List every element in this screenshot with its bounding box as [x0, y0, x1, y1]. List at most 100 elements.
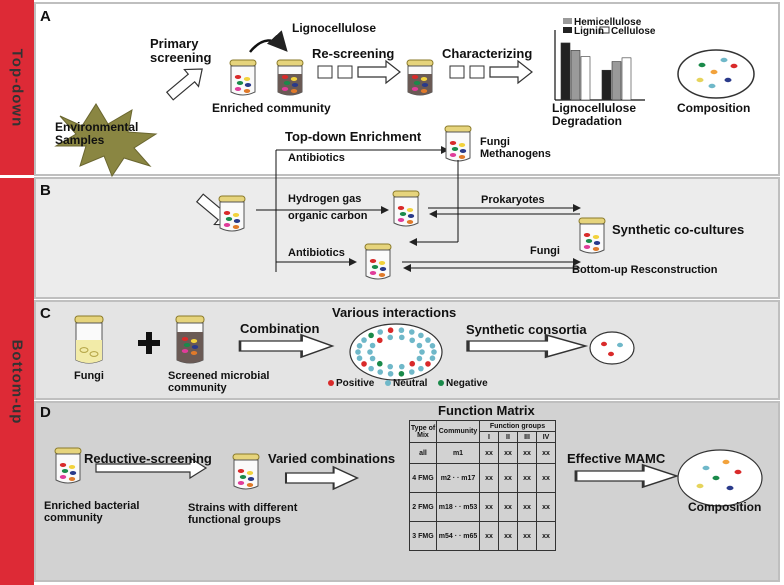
- bar-cellulose-2: [621, 57, 632, 101]
- interaction-dot: [377, 369, 384, 375]
- group-col-3: III: [517, 431, 537, 443]
- varied-combinations-label: Varied combinations: [268, 451, 396, 466]
- effective-arrow: [574, 463, 679, 489]
- interaction-dot: [398, 334, 405, 341]
- interaction-dot: [367, 349, 373, 355]
- interaction-dot: [361, 361, 367, 367]
- interaction-dot: [356, 355, 363, 361]
- matrix-cell: xx: [479, 492, 499, 522]
- group-col-1: I: [479, 431, 499, 443]
- bottom-up-sidebar: Bottom-up: [0, 178, 34, 585]
- interaction-dot: [398, 327, 405, 334]
- lignocellulose-tube: [276, 59, 304, 96]
- plus-icon: [138, 332, 160, 354]
- antibiotics-tube: [364, 243, 392, 280]
- legend-neutral: Neutral: [393, 378, 428, 389]
- interaction-dot: [398, 370, 405, 377]
- bar-hemicellulose-2: [611, 61, 622, 101]
- bottomup-label: Bottom-up Resconstruction: [572, 264, 718, 276]
- interaction-dot: [387, 334, 394, 341]
- combination-label: Combination: [240, 321, 320, 336]
- degradation-chart: [554, 18, 645, 101]
- function-matrix-label: Function Matrix: [438, 403, 535, 418]
- panel-b-label: B: [40, 182, 51, 199]
- community-cell: m1: [436, 442, 480, 464]
- matrix-cell: xx: [517, 492, 537, 522]
- interaction-dot: [377, 329, 384, 335]
- mix-type-cell: 2 FMG: [409, 492, 437, 522]
- lignocellulose-label: Lignocellulose: [292, 21, 377, 35]
- legend-positive: Positive: [336, 378, 375, 389]
- re-screening-arrow: [357, 60, 401, 84]
- matrix-cell: xx: [498, 521, 518, 551]
- primary-screening-label: Primary screening: [150, 36, 212, 66]
- bar-hemicellulose-1: [570, 50, 581, 101]
- effective-mamc-label: Effective MAMC: [567, 451, 666, 466]
- interaction-dot: [387, 327, 394, 334]
- synthetic-cocultures-label: Synthetic co-cultures: [612, 222, 745, 237]
- strains-tube: [232, 453, 260, 490]
- interaction-dot: [387, 363, 394, 370]
- panel-d-label: D: [40, 404, 51, 421]
- header-groups: Function groups: [479, 420, 556, 432]
- environmental-samples-burst: [54, 103, 158, 178]
- matrix-cell: xx: [517, 463, 537, 493]
- synthetic-consortia-arrow: [466, 333, 588, 359]
- environmental-samples-label: Environmental Samples: [55, 120, 139, 148]
- antibiotics-label-a: Antibiotics: [288, 152, 345, 164]
- legend-lignin: Lignin: [574, 26, 604, 37]
- panel-d: [34, 401, 780, 582]
- interaction-dot: [425, 337, 431, 343]
- fungi-label-b: Fungi: [530, 245, 560, 257]
- fungi-tube-c: [74, 315, 104, 364]
- matrix-cell: xx: [479, 521, 499, 551]
- legend-negative: Negative: [446, 378, 488, 389]
- interaction-dot: [429, 343, 436, 349]
- bar-cellulose-1: [580, 56, 591, 101]
- prokaryotes-label: Prokaryotes: [481, 194, 545, 206]
- interaction-dot: [408, 369, 415, 375]
- header-community: Community: [436, 420, 480, 443]
- enriched-community-label: Enriched community: [212, 101, 331, 115]
- antibiotics-label-b: Antibiotics: [288, 247, 345, 259]
- matrix-cell: xx: [536, 492, 556, 522]
- organic-carbon-label: organic carbon: [288, 210, 368, 222]
- interaction-dot: [355, 349, 361, 355]
- interaction-dot: [409, 360, 416, 367]
- bar-lignin-1: [560, 42, 571, 101]
- interaction-dot: [369, 355, 376, 362]
- panel-a: [34, 2, 780, 176]
- enriched-bacterial-label: Enriched bacterial community: [44, 500, 140, 525]
- interaction-dot: [361, 337, 367, 343]
- composition-label-d: Composition: [688, 500, 762, 514]
- interaction-dot: [409, 337, 416, 344]
- interaction-dot: [419, 349, 425, 355]
- interaction-dot: [368, 365, 374, 372]
- matrix-cell: xx: [517, 521, 537, 551]
- interactions-dish: [349, 323, 443, 381]
- interaction-dot: [387, 370, 394, 377]
- matrix-cell: xx: [517, 442, 537, 464]
- degradation-label: Lignocellulose Degradation: [552, 101, 637, 129]
- hydrogen-label: Hydrogen gas: [288, 193, 362, 205]
- reductive-screening-label: Reductive-screening: [84, 451, 212, 466]
- matrix-cell: xx: [536, 521, 556, 551]
- top-down-sidebar: Top-down: [0, 0, 34, 175]
- screened-tube-c: [175, 315, 205, 364]
- topdown-enrichment-label: Top-down Enrichment: [285, 129, 422, 144]
- panel-a-label: A: [40, 8, 51, 25]
- mix-type-cell: 3 FMG: [409, 521, 437, 551]
- panel-c-label: C: [40, 305, 51, 322]
- synthetic-consortia-label: Synthetic consortia: [466, 322, 587, 337]
- combination-arrow: [238, 333, 334, 359]
- varied-arrow: [284, 465, 359, 491]
- consortia-dish: [589, 331, 635, 365]
- composition-label: Composition: [677, 101, 751, 115]
- reductive-arrow: [95, 456, 208, 480]
- interaction-dot: [418, 365, 424, 372]
- matrix-cell: xx: [536, 442, 556, 464]
- re-screening-label: Re-screening: [312, 46, 395, 61]
- matrix-cell: xx: [536, 463, 556, 493]
